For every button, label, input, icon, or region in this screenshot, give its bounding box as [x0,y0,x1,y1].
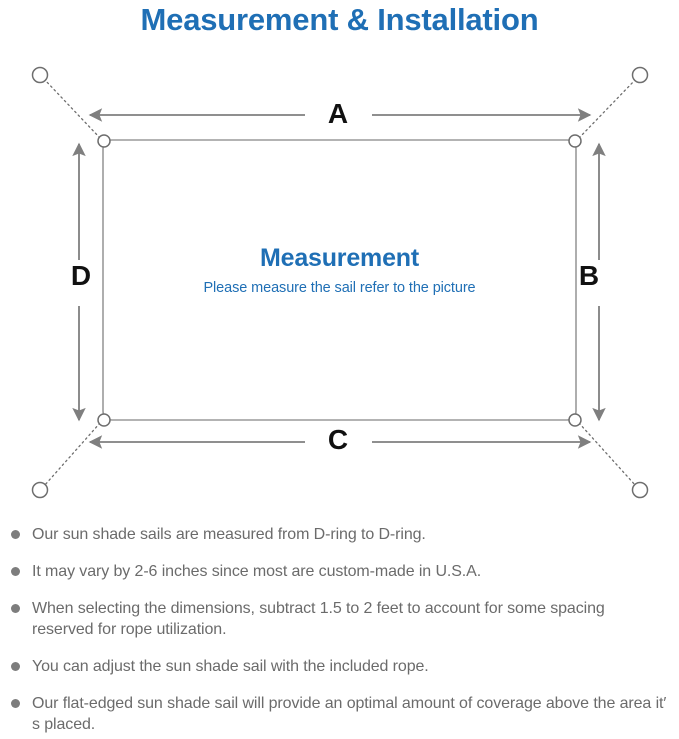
diagram-center-title: Measurement [260,244,419,272]
sail-rectangle [102,139,577,421]
bullet-icon [11,530,20,539]
anchor-point-top-left [31,66,49,84]
list-item: When selecting the dimensions, subtract … [0,598,679,640]
bullet-icon [11,604,20,613]
bullet-icon [11,567,20,576]
rope-line-bottom-right [578,422,637,487]
dimension-label-a: A [327,98,349,129]
d-ring-top-left [97,134,111,148]
d-ring-top-right [568,134,582,148]
anchor-point-top-right [631,66,649,84]
note-text: You can adjust the sun shade sail with t… [32,658,429,675]
d-ring-bottom-right [568,413,582,427]
list-item: Our flat-edged sun shade sail will provi… [0,693,679,735]
anchor-point-bottom-left [31,481,49,499]
shade-sail-measurement-diagram: Measurement Please measure the sail refe… [0,48,679,518]
dimension-label-c: C [327,424,349,455]
rope-line-top-right [578,78,637,139]
list-item: You can adjust the sun shade sail with t… [0,656,679,677]
note-text: It may vary by 2-6 inches since most are… [32,563,482,580]
anchor-point-bottom-right [631,481,649,499]
rope-line-bottom-left [43,422,101,487]
d-ring-bottom-left [97,413,111,427]
list-item: It may vary by 2-6 inches since most are… [0,561,679,582]
diagram-center-subtitle: Please measure the sail refer to the pic… [203,280,476,296]
notes-list: Our sun shade sails are measured from D-… [0,524,679,735]
page-title: Measurement & Installation [140,2,539,37]
note-text: Our flat-edged sun shade sail will provi… [32,695,667,733]
bullet-icon [11,662,20,671]
list-item: Our sun shade sails are measured from D-… [0,524,679,545]
bullet-icon [11,699,20,708]
note-text: When selecting the dimensions, subtract … [32,600,605,638]
dimension-label-b: B [578,260,600,291]
rope-line-top-left [43,78,101,139]
note-text: Our sun shade sails are measured from D-… [32,526,426,543]
dimension-label-d: D [70,260,92,291]
